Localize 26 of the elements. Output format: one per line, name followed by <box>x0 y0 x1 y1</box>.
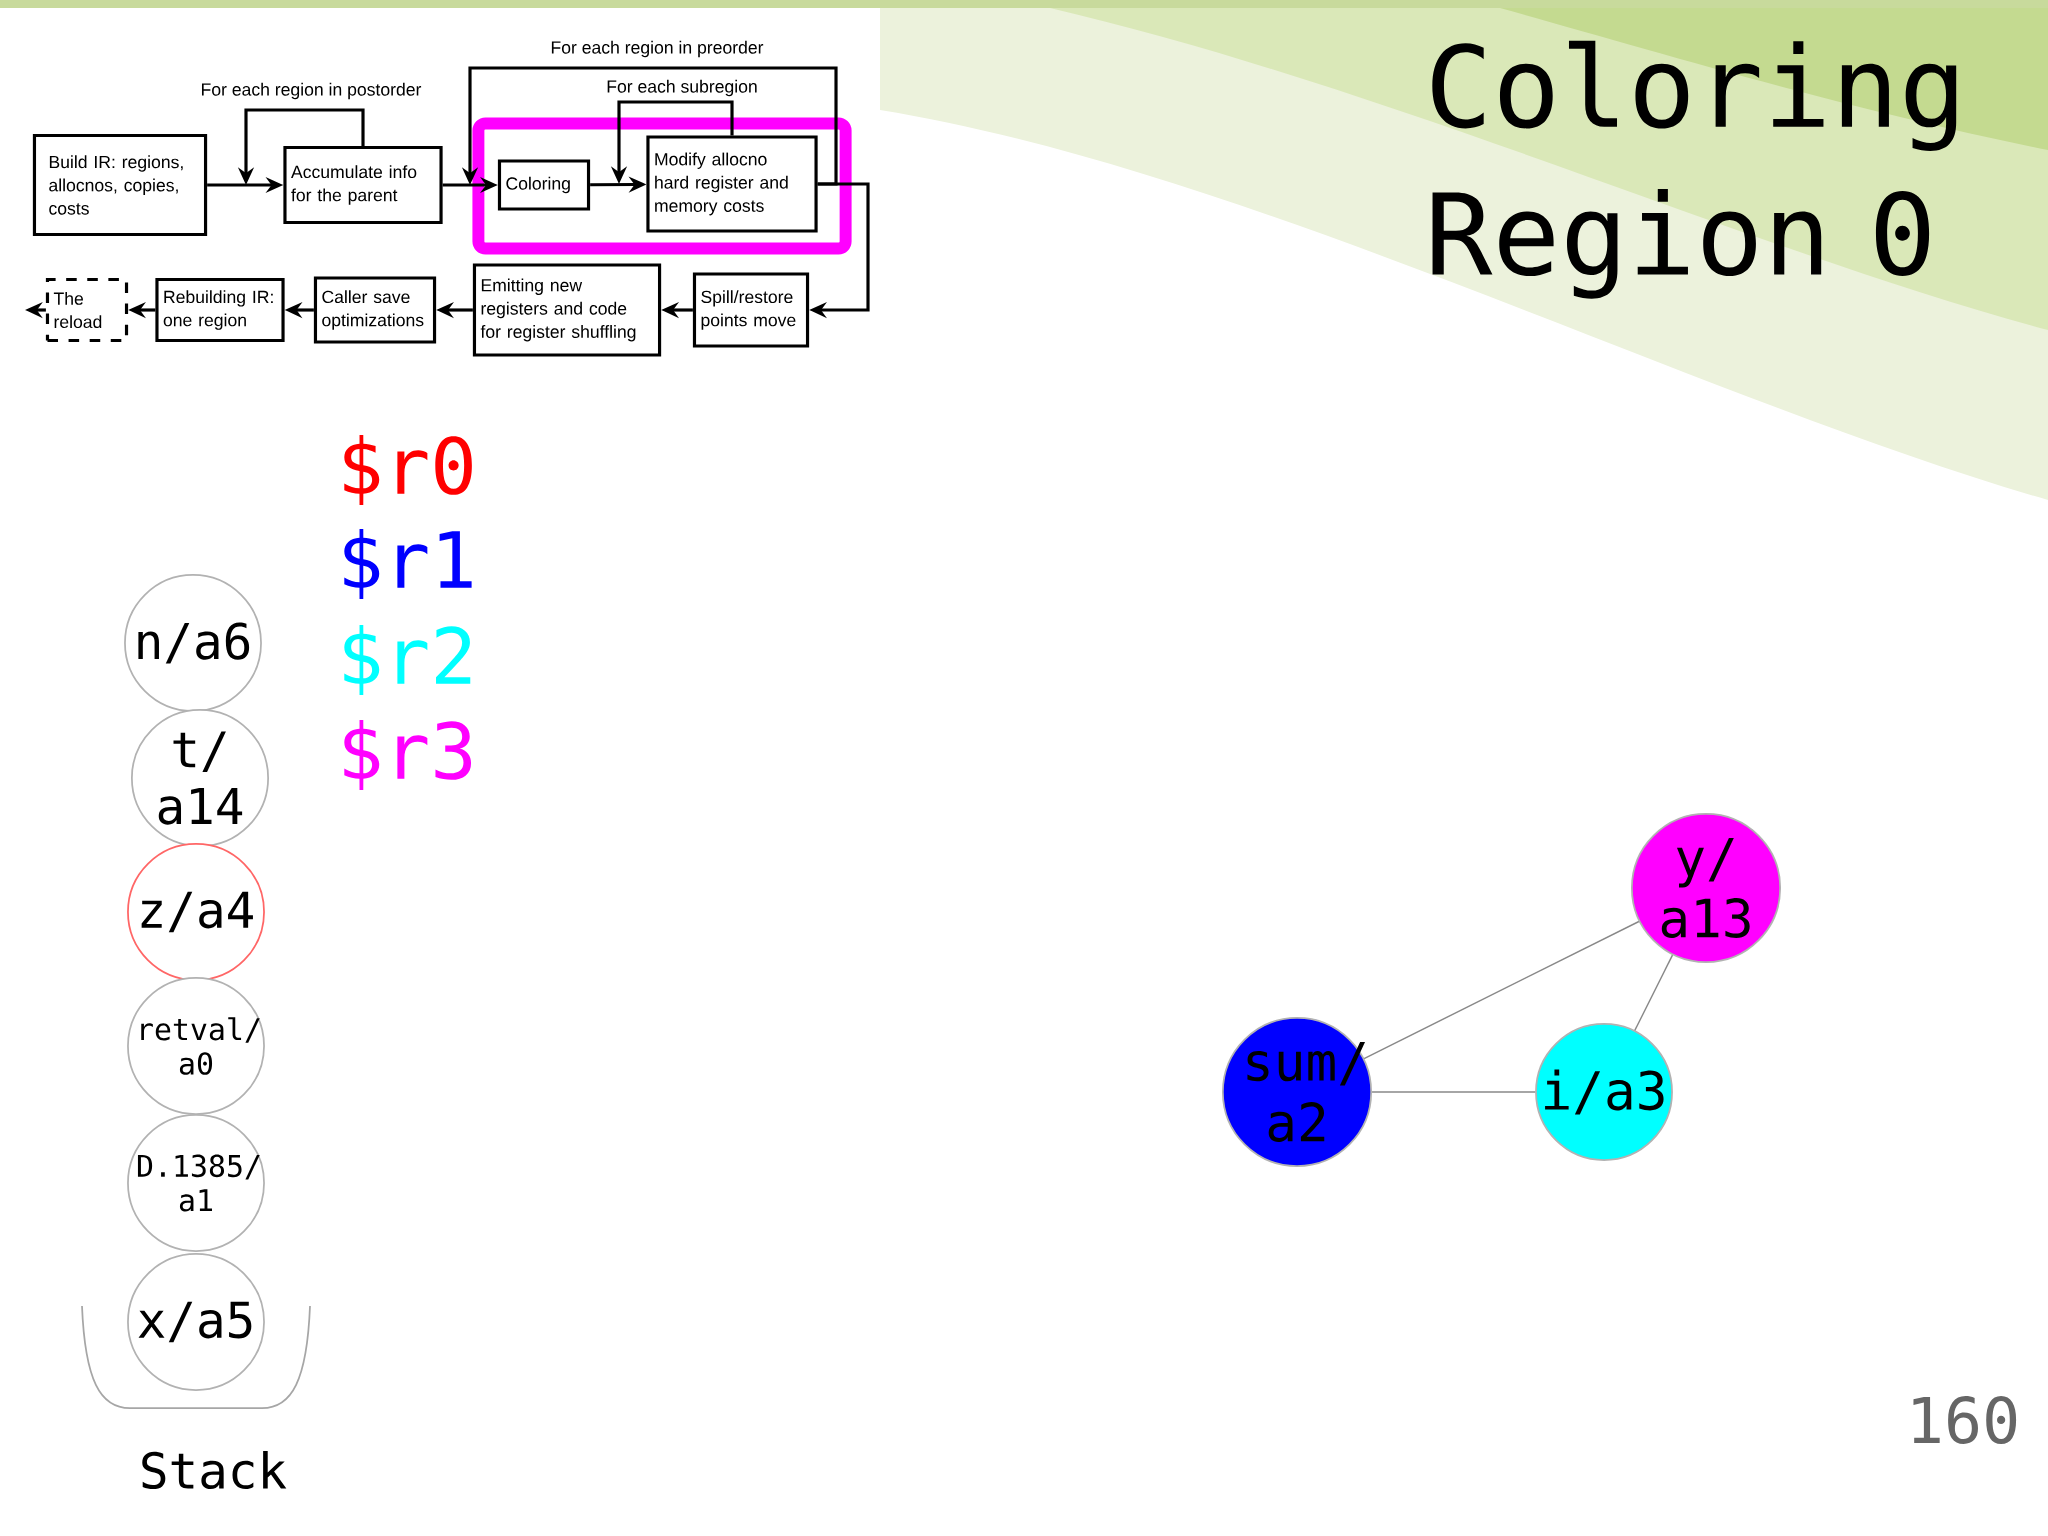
process-box: Modify allocno hard register and memory costs <box>646 135 818 233</box>
slide-title: Coloring Region 0 <box>1432 40 1957 299</box>
process-box: Build IR: regions, allocnos, copies, costs <box>32 133 208 237</box>
process-box: Accumulate info for the parent <box>283 145 443 225</box>
highlight-frame <box>472 117 852 255</box>
process-box: Rebuilding IR: one region <box>155 277 285 343</box>
process-box: Spill/restore points move <box>692 272 810 348</box>
edge-label: For each region in postorder <box>197 79 425 103</box>
register-label: $r0 <box>344 434 472 506</box>
register-label: $r2 <box>344 624 471 696</box>
register-label: $r3 <box>344 719 472 791</box>
page-number: 160 <box>1913 1396 2017 1444</box>
graph-node: y/ a13 <box>1630 813 1782 964</box>
edge-label: For each region in preorder <box>546 37 768 61</box>
register-label: $r1 <box>344 528 472 600</box>
process-box: Emitting new registers and code for register shuffling <box>472 263 662 357</box>
graph-edge <box>1363 920 1640 1060</box>
graph-edge <box>1634 954 1674 1032</box>
graph-edge <box>1371 1091 1536 1093</box>
dashed-box: The reload <box>45 277 129 343</box>
stack-label: Stack <box>142 1451 287 1490</box>
edge-label: For each subregion <box>602 76 762 100</box>
graph-node: sum/ a2 <box>1221 1017 1373 1168</box>
process-box: Coloring <box>497 159 591 211</box>
process-box: Caller save optimizations <box>313 276 437 344</box>
graph-node: i/a3 <box>1535 1023 1673 1161</box>
